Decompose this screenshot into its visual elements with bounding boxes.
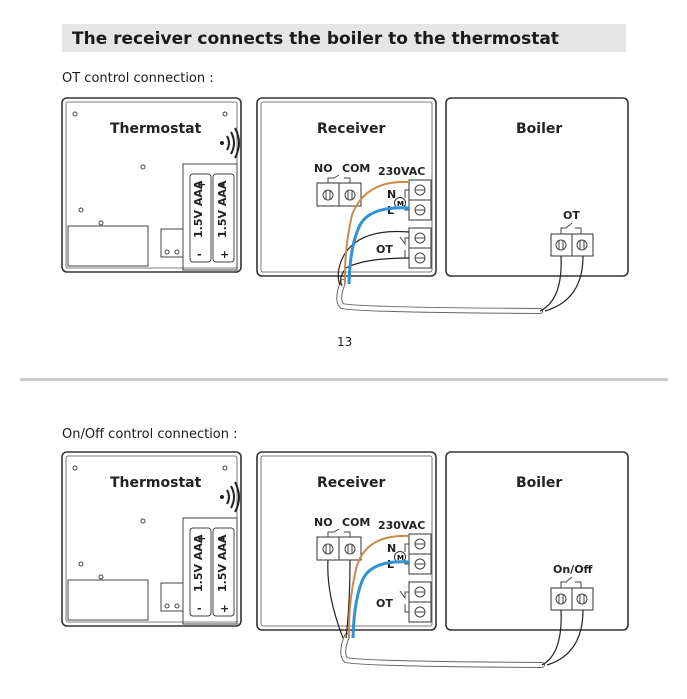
vac-label: 230VAC: [378, 165, 425, 178]
neutral-wire: [351, 560, 410, 639]
battery-label: 1.5V AAA: [192, 534, 205, 592]
l-label: L: [387, 558, 394, 571]
vac-label: 230VAC: [378, 519, 425, 532]
boiler-label: Boiler: [516, 121, 562, 137]
battery-plus: +: [197, 532, 206, 545]
receiver-label: Receiver: [317, 121, 385, 137]
battery-plus: +: [197, 178, 206, 191]
no-wire: [327, 559, 344, 639]
thermostat-label: Thermostat: [110, 121, 202, 137]
boiler-label: Boiler: [516, 475, 562, 491]
ot-label: OT: [376, 243, 393, 256]
divider: [20, 378, 668, 381]
live-wire: [347, 534, 410, 639]
com-label: COM: [342, 516, 370, 529]
ot-label: OT: [376, 597, 393, 610]
motor-label: M: [397, 554, 404, 562]
battery-minus: -: [220, 178, 225, 191]
page-title: The receiver connects the boiler to the …: [72, 29, 559, 49]
live-wire: [343, 180, 410, 285]
battery-minus: -: [197, 602, 202, 615]
com-label: COM: [342, 162, 370, 175]
n-label: N: [387, 542, 396, 555]
battery-label: 1.5V AAA: [216, 534, 229, 592]
boiler-wire: [541, 609, 584, 666]
battery-label: 1.5V AAA: [216, 180, 229, 238]
title-bar: [62, 24, 626, 52]
boiler-terminal-label: OT: [563, 209, 580, 222]
boiler-wire: [539, 255, 584, 312]
ot-connection-diagram: OT control connection : Thermostat Recei…: [61, 71, 629, 314]
page-number: 13: [337, 335, 352, 349]
boiler-terminal-label: On/Off: [553, 563, 593, 576]
com-wire: [345, 559, 351, 639]
battery-label: 1.5V AAA: [192, 180, 205, 238]
receiver-label: Receiver: [317, 475, 385, 491]
no-label: NO: [314, 516, 333, 529]
section-heading: OT control connection :: [62, 71, 214, 86]
battery-minus: -: [220, 532, 225, 545]
section-heading: On/Off control connection :: [62, 427, 238, 442]
battery-plus: +: [220, 602, 229, 615]
battery-plus: +: [220, 248, 229, 261]
battery-minus: -: [197, 248, 202, 261]
thermostat-label: Thermostat: [110, 475, 202, 491]
motor-label: M: [397, 200, 404, 208]
no-label: NO: [314, 162, 333, 175]
l-label: L: [387, 204, 394, 217]
ot-wire: [337, 230, 410, 286]
n-label: N: [387, 188, 396, 201]
onoff-connection-diagram: On/Off control connection : Thermostat R…: [61, 427, 629, 668]
neutral-wire: [347, 206, 410, 285]
